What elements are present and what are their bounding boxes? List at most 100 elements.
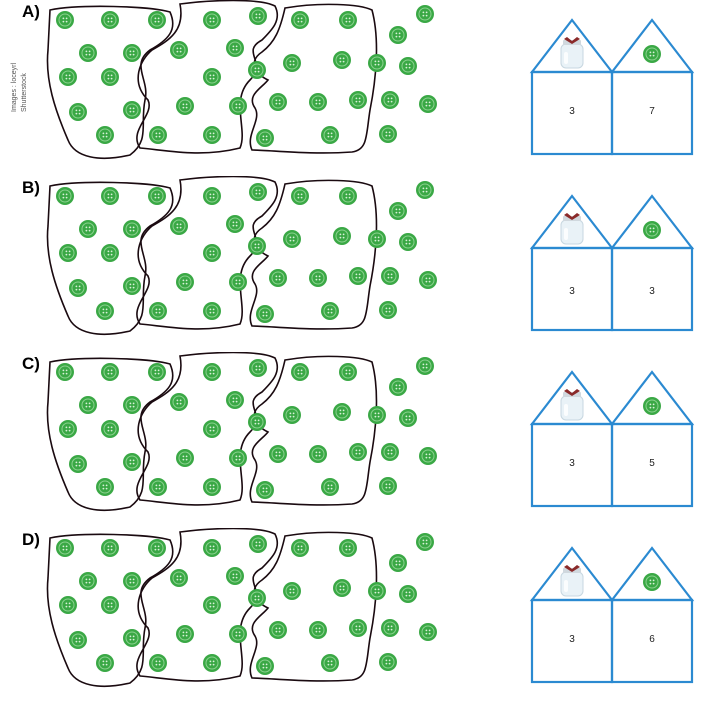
- button-icon: [101, 420, 119, 438]
- group-outline: [46, 357, 174, 512]
- button-icon: [229, 625, 247, 643]
- right-count: 5: [649, 458, 655, 469]
- button-icon: [256, 657, 274, 675]
- button-icon: [203, 539, 221, 557]
- button-icon: [59, 420, 77, 438]
- button-icon: [170, 217, 188, 235]
- button-icon: [101, 11, 119, 29]
- button-icon: [59, 244, 77, 262]
- button-icon: [226, 39, 244, 57]
- button-groups: [46, 352, 437, 512]
- button-icon: [381, 91, 399, 109]
- button-icon: [229, 273, 247, 291]
- button-icon: [69, 455, 87, 473]
- button-icon: [419, 95, 437, 113]
- button-icon: [416, 533, 434, 551]
- button-icon: [248, 237, 266, 255]
- button-icon: [69, 103, 87, 121]
- house-diagram: [529, 370, 695, 508]
- button-icon: [123, 453, 141, 471]
- button-icon: [56, 187, 74, 205]
- button-icon: [170, 393, 188, 411]
- button-icon: [203, 363, 221, 381]
- button-icon: [349, 619, 367, 637]
- button-icon: [379, 653, 397, 671]
- button-icon: [248, 589, 266, 607]
- button-groups: [46, 528, 437, 688]
- button-icon: [368, 54, 386, 72]
- button-icon: [256, 305, 274, 323]
- button-icon: [399, 409, 417, 427]
- button-icon: [419, 623, 437, 641]
- group-outline: [46, 533, 174, 688]
- button-icon: [101, 596, 119, 614]
- button-icon: [643, 397, 661, 415]
- button-icon: [203, 302, 221, 320]
- button-icon: [309, 269, 327, 287]
- left-count: 3: [569, 286, 575, 297]
- button-icon: [176, 273, 194, 291]
- button-icon: [203, 187, 221, 205]
- button-icon: [399, 57, 417, 75]
- group-outline: [136, 0, 279, 154]
- button-icon: [339, 187, 357, 205]
- button-icon: [123, 44, 141, 62]
- button-icon: [123, 629, 141, 647]
- button-icon: [148, 363, 166, 381]
- house-diagram: [529, 194, 695, 332]
- button-icon: [203, 68, 221, 86]
- right-count: 7: [649, 106, 655, 117]
- button-icon: [226, 215, 244, 233]
- house-diagram: [529, 18, 695, 156]
- button-icon: [379, 301, 397, 319]
- button-icon: [291, 363, 309, 381]
- button-icon: [79, 572, 97, 590]
- button-icon: [149, 302, 167, 320]
- left-count: 3: [569, 106, 575, 117]
- button-icon: [256, 129, 274, 147]
- button-icon: [283, 582, 301, 600]
- button-icon: [339, 363, 357, 381]
- button-icon: [79, 220, 97, 238]
- button-icon: [349, 91, 367, 109]
- button-icon: [123, 101, 141, 119]
- button-icon: [379, 477, 397, 495]
- button-icon: [123, 396, 141, 414]
- button-icon: [643, 573, 661, 591]
- button-icon: [389, 26, 407, 44]
- button-icon: [123, 277, 141, 295]
- button-icon: [56, 539, 74, 557]
- button-icon: [643, 221, 661, 239]
- button-icon: [149, 478, 167, 496]
- button-icon: [321, 654, 339, 672]
- button-icon: [321, 302, 339, 320]
- button-icon: [389, 554, 407, 572]
- button-icon: [203, 11, 221, 29]
- button-icon: [416, 181, 434, 199]
- button-icon: [368, 406, 386, 424]
- button-icon: [149, 654, 167, 672]
- left-count: 3: [569, 634, 575, 645]
- button-icon: [269, 93, 287, 111]
- button-icon: [69, 279, 87, 297]
- button-icon: [176, 625, 194, 643]
- button-icon: [416, 357, 434, 375]
- button-icon: [349, 267, 367, 285]
- button-icon: [79, 396, 97, 414]
- button-icon: [339, 11, 357, 29]
- button-icon: [226, 567, 244, 585]
- button-groups: [46, 176, 437, 336]
- button-icon: [368, 582, 386, 600]
- button-icon: [101, 68, 119, 86]
- button-icon: [291, 539, 309, 557]
- button-icon: [101, 539, 119, 557]
- button-icon: [291, 11, 309, 29]
- button-icon: [381, 443, 399, 461]
- button-icon: [59, 596, 77, 614]
- button-icon: [399, 585, 417, 603]
- right-count: 3: [649, 286, 655, 297]
